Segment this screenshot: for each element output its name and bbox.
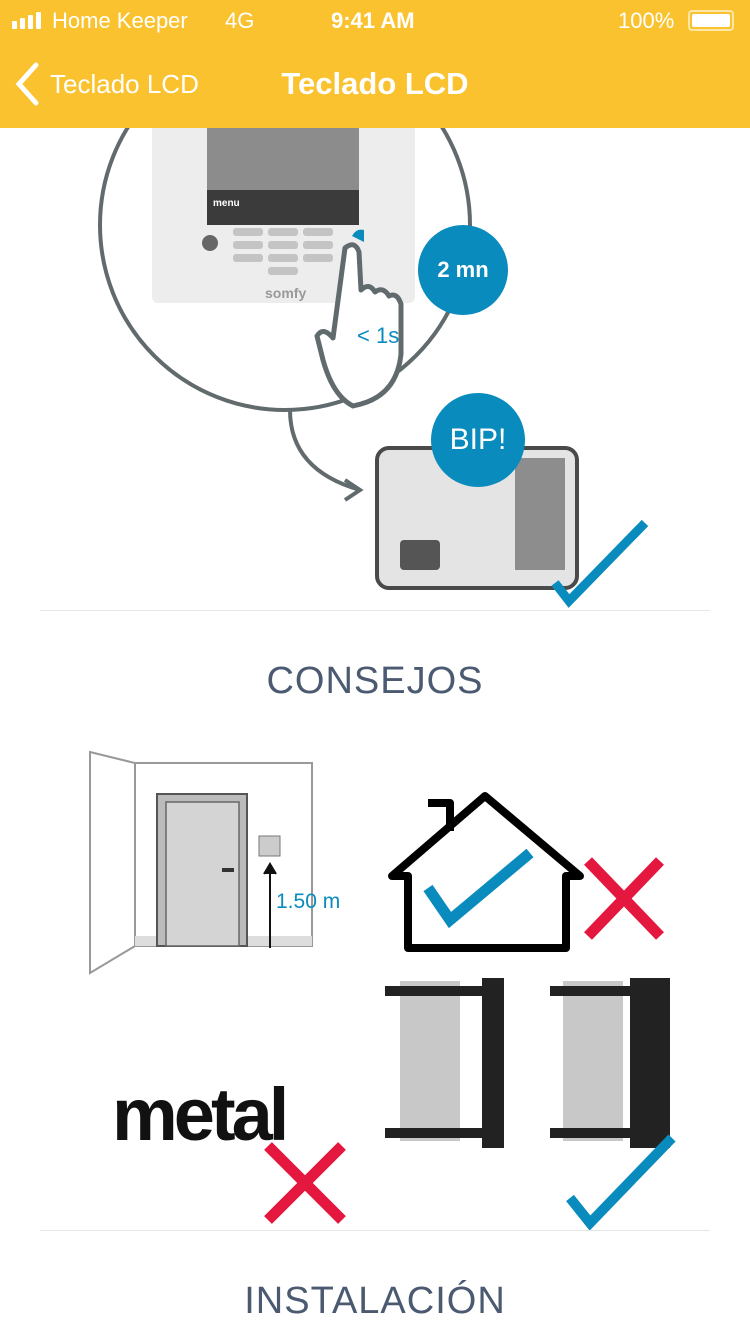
tips-heading: CONSEJOS: [266, 660, 484, 702]
metal-label: metal: [112, 1073, 289, 1156]
tips-illustration: [89, 750, 676, 1231]
divider: [40, 610, 710, 611]
back-button[interactable]: Teclado LCD: [14, 62, 199, 106]
status-time: 9:41 AM: [331, 8, 415, 33]
page-title: Teclado LCD: [281, 66, 469, 101]
installation-heading: INSTALACIÓN: [244, 1280, 506, 1322]
duration-badge: 2 mn: [418, 225, 508, 315]
network-type: 4G: [225, 8, 255, 33]
mounting-height-label: 1.50 m: [276, 890, 341, 913]
keypad-illustration: [98, 128, 649, 608]
scroll-content[interactable]: menu somfy < 1s 2 mn BIP! CONSEJOS 1.50 …: [0, 128, 750, 1334]
keypad-menu-label: menu: [213, 198, 240, 209]
battery-icon: [688, 10, 734, 31]
back-label: Teclado LCD: [50, 68, 199, 99]
divider: [40, 1230, 710, 1231]
battery-percent: 100%: [618, 8, 675, 33]
somfy-logo: somfy: [265, 285, 307, 301]
bip-badge: BIP!: [431, 393, 525, 487]
press-duration-label: < 1s: [357, 323, 400, 348]
carrier-name: Home Keeper: [52, 8, 188, 33]
chevron-left-icon: [15, 62, 39, 106]
signal-icon: [12, 12, 41, 29]
navigation-bar: Home Keeper 4G 9:41 AM 100% Teclado LCD …: [0, 0, 750, 128]
